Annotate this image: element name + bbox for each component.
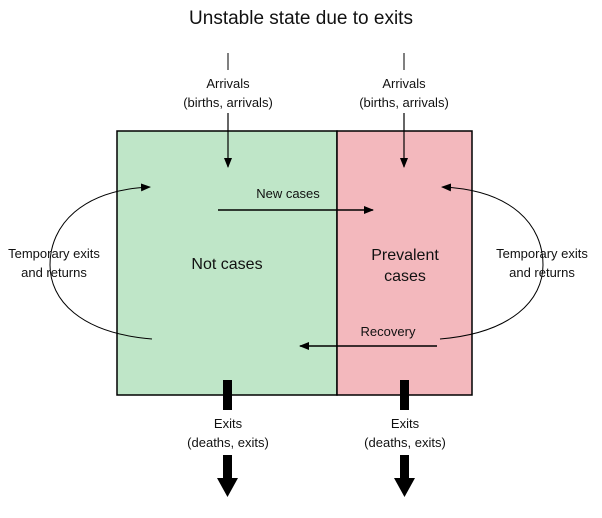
arrivals-left-line1: Arrivals bbox=[206, 76, 250, 91]
exits-right-stem bbox=[400, 380, 409, 410]
prevalent-cases-line2: cases bbox=[384, 268, 426, 285]
arrivals-right-line2: (births, arrivals) bbox=[359, 95, 449, 110]
temporary-right-line1: Temporary exits bbox=[496, 246, 588, 261]
exits-right-line2: (deaths, exits) bbox=[364, 435, 446, 450]
exits-right-label: Exits (deaths, exits) bbox=[345, 414, 465, 452]
arrivals-left-label: Arrivals (births, arrivals) bbox=[168, 74, 288, 112]
temporary-left-curve bbox=[49, 183, 153, 340]
arrivals-left-line2: (births, arrivals) bbox=[183, 95, 273, 110]
recovery-label: Recovery bbox=[360, 324, 416, 339]
temporary-right-label: Temporary exits and returns bbox=[486, 244, 598, 282]
exits-left-line1: Exits bbox=[213, 416, 243, 431]
exits-left-line2: (deaths, exits) bbox=[187, 435, 269, 450]
new-cases-label: New cases bbox=[256, 186, 320, 201]
exits-right-arrow-icon bbox=[394, 455, 415, 497]
exits-left-arrow-icon bbox=[217, 455, 238, 497]
prevalent-cases-box bbox=[336, 130, 473, 396]
diagram-title: Unstable state due to exits bbox=[189, 8, 413, 29]
temporary-right-line2: and returns bbox=[509, 265, 575, 280]
not-cases-box bbox=[116, 130, 338, 396]
arrivals-right-line1: Arrivals bbox=[382, 76, 426, 91]
not-cases-label: Not cases bbox=[191, 256, 263, 273]
exits-left-stem bbox=[223, 380, 232, 410]
exits-left-label: Exits (deaths, exits) bbox=[168, 414, 288, 452]
exits-right-line1: Exits bbox=[390, 416, 420, 431]
temporary-left-line2: and returns bbox=[21, 265, 87, 280]
temporary-left-label: Temporary exits and returns bbox=[0, 244, 108, 282]
temporary-left-line1: Temporary exits bbox=[8, 246, 100, 261]
arrivals-right-label: Arrivals (births, arrivals) bbox=[344, 74, 464, 112]
prevalent-cases-label: Prevalent cases bbox=[345, 245, 465, 287]
temporary-right-curve bbox=[439, 183, 544, 340]
prevalent-cases-line1: Prevalent bbox=[371, 247, 439, 264]
